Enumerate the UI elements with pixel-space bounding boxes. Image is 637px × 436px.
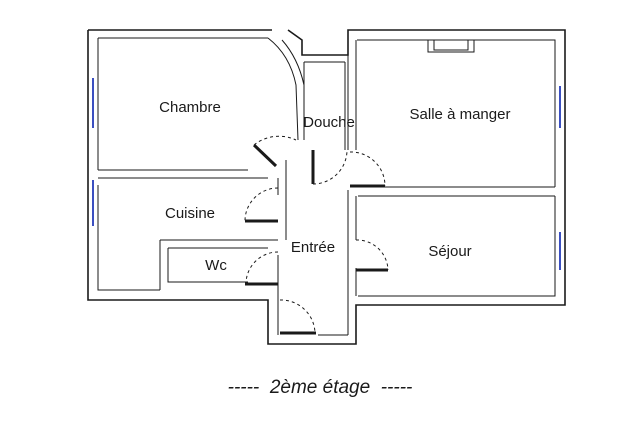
door-salle-swing (349, 151, 386, 187)
room-label-cuisine: Cuisine (165, 205, 215, 222)
door-chambre-swing (253, 135, 297, 146)
door-cuisine-swing (244, 187, 279, 222)
chimney-hearth (427, 40, 475, 53)
door-douche-swing (312, 149, 348, 185)
interior-walls (98, 37, 555, 344)
floor-caption: ----- 2ème étage ----- (228, 377, 413, 398)
room-label-chambre: Chambre (159, 99, 221, 116)
door-entree-swing (279, 299, 316, 334)
chimney-fixture (433, 39, 469, 51)
room-label-sejour: Séjour (428, 243, 471, 260)
room-label-douche: Douche (303, 114, 355, 131)
door-sejour-swing (355, 239, 389, 271)
room-label-wc: Wc (205, 257, 227, 274)
room-label-entree: Entrée (291, 239, 335, 256)
door-wc-swing (245, 251, 279, 285)
door-chambre-leaf (252, 143, 278, 168)
room-label-salle-a-manger: Salle à manger (410, 106, 511, 123)
doors (244, 135, 389, 335)
windows (92, 78, 561, 270)
